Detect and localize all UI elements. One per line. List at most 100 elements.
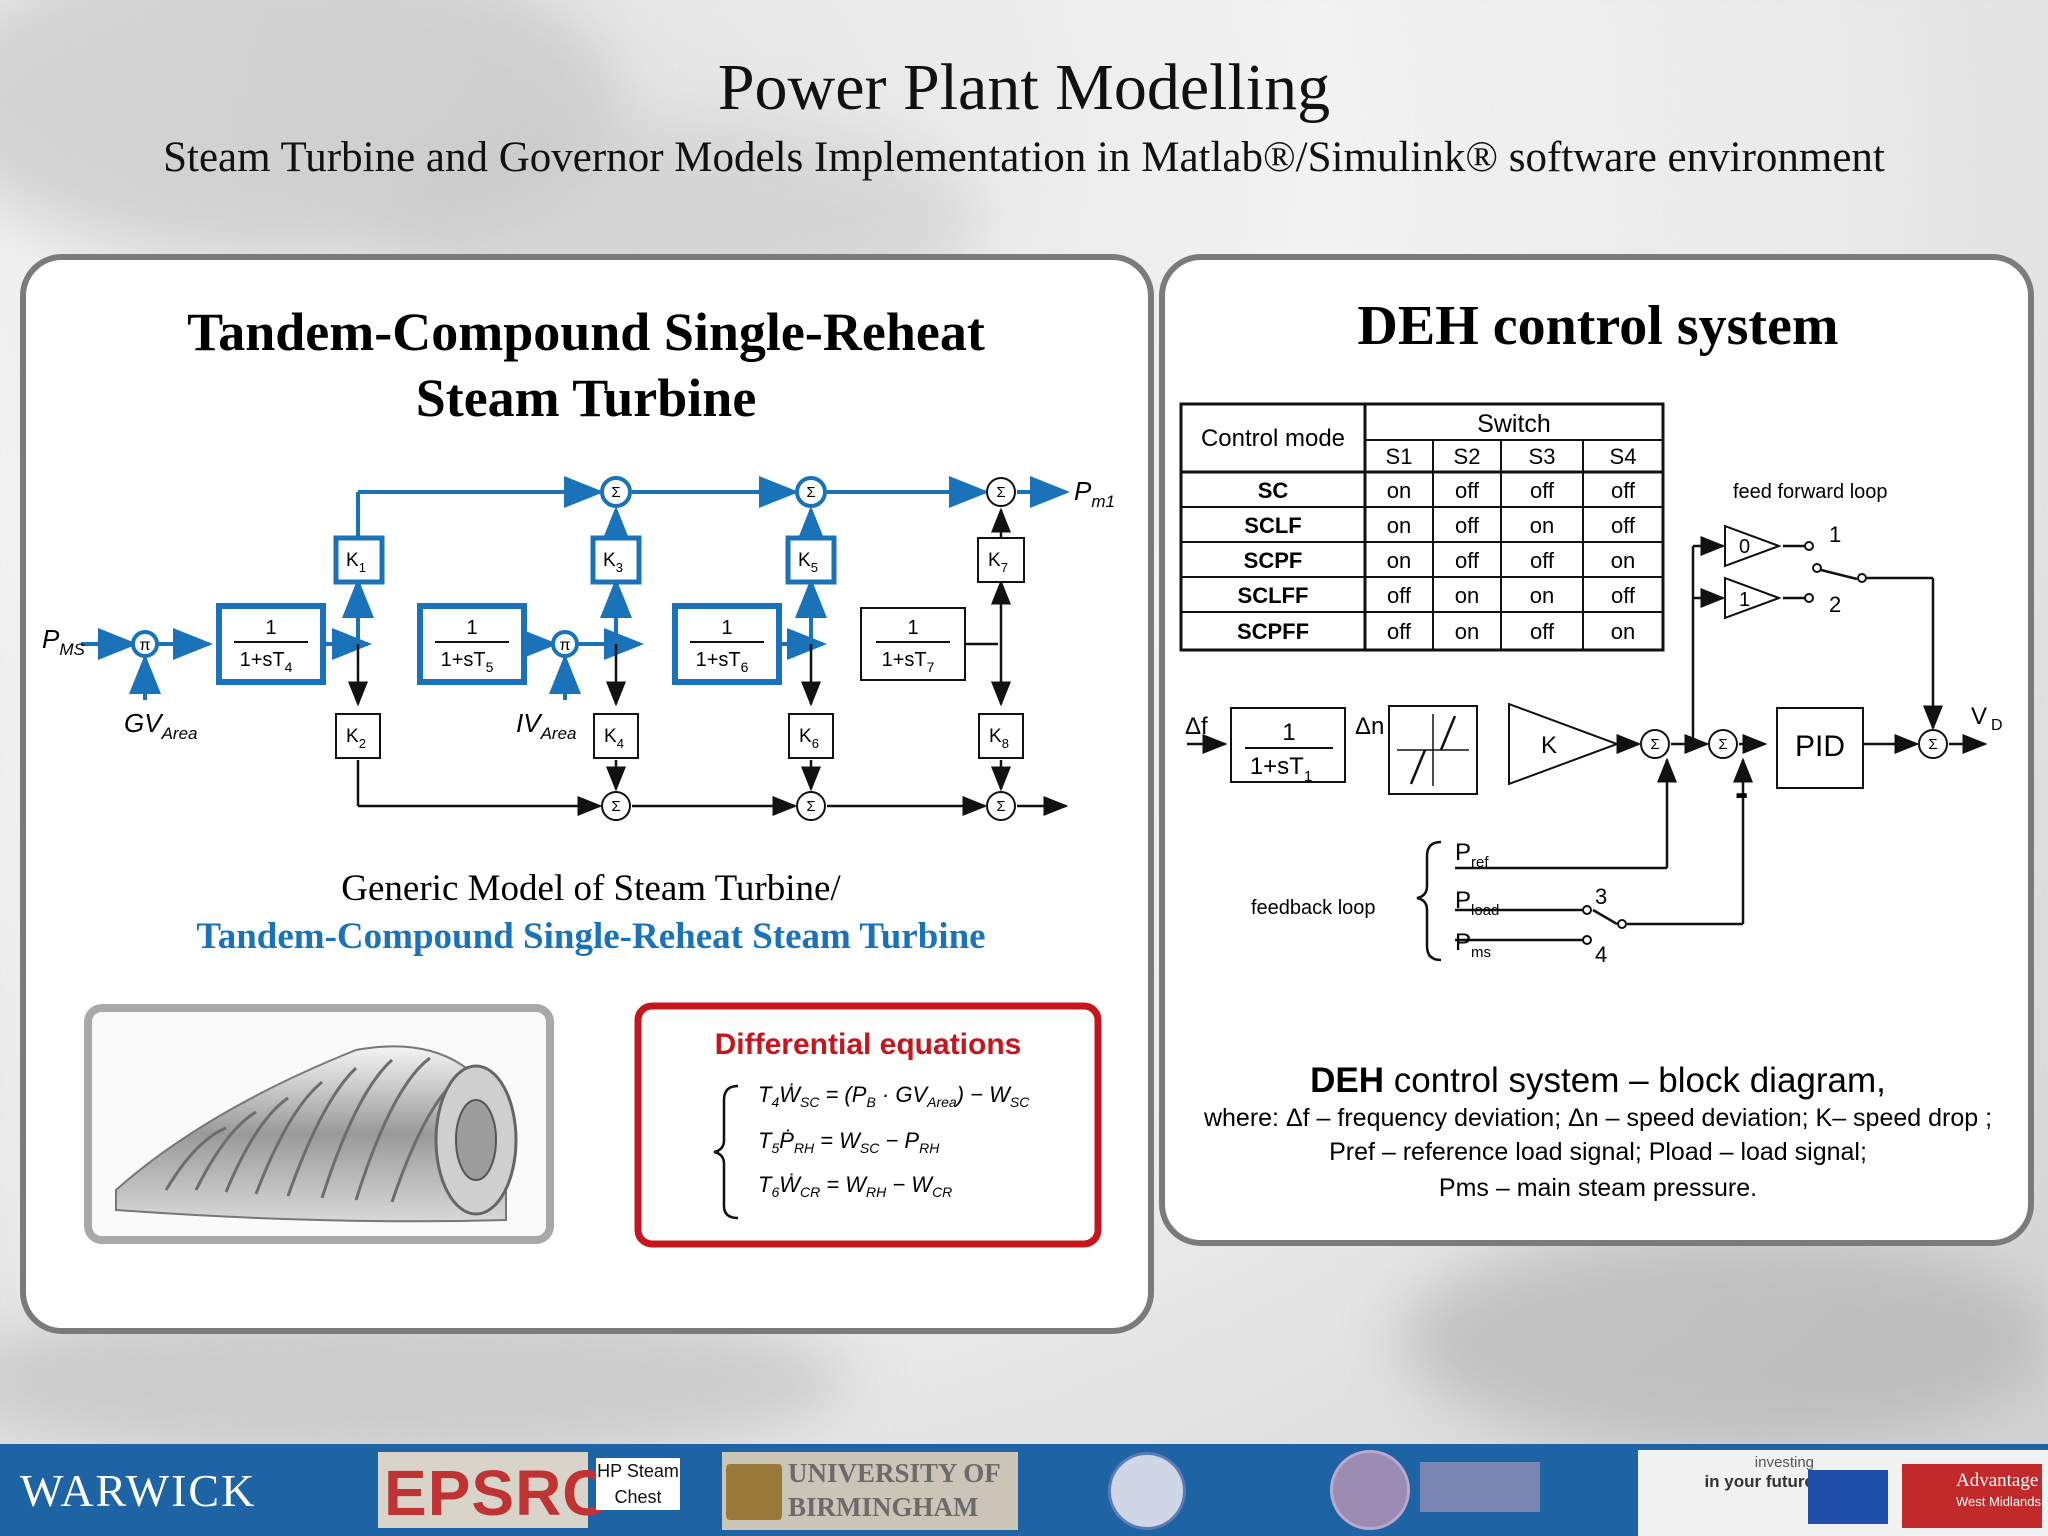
svg-text:1: 1 bbox=[907, 617, 918, 639]
gain-k5: K5 bbox=[785, 535, 837, 585]
footer-logo-bar: WARWICK EPSRC HP Steam Chest UNIVERSITY … bbox=[0, 1444, 2048, 1536]
sum-bottom-2: Σ bbox=[796, 791, 826, 821]
svg-text:off: off bbox=[1455, 548, 1480, 573]
birmingham-line1: UNIVERSITY OF bbox=[788, 1458, 1001, 1488]
svg-text:1: 1 bbox=[466, 617, 477, 639]
svg-text:off: off bbox=[1387, 619, 1412, 644]
svg-text:K4: K4 bbox=[604, 726, 624, 751]
gain-k7: K7 bbox=[977, 537, 1025, 583]
funding-logos: investing in your future Advantage West … bbox=[1638, 1450, 2048, 1536]
speed-drop-gain: K bbox=[1508, 702, 1620, 786]
svg-text:0: 0 bbox=[1739, 536, 1750, 558]
svg-text:PID: PID bbox=[1795, 730, 1845, 763]
feedback-label: feedback loop bbox=[1251, 897, 1376, 919]
table-header-s2: S2 bbox=[1454, 444, 1481, 469]
switch-label-1: 1 bbox=[1829, 522, 1841, 547]
sum-bottom-3: Σ bbox=[986, 791, 1016, 821]
sum-top-3: Σ bbox=[986, 477, 1016, 507]
svg-text:on: on bbox=[1387, 513, 1411, 538]
turbine-title-line1: Tandem-Compound Single-Reheat bbox=[187, 302, 985, 362]
svg-text:1: 1 bbox=[265, 617, 276, 639]
sum-bottom-1: Σ bbox=[601, 791, 631, 821]
background-cloud bbox=[1400, 1230, 2048, 1450]
deh-sum-2: Σ bbox=[1708, 729, 1738, 759]
deh-panel: DEH control system Control mode Switch S… bbox=[1159, 254, 2034, 1246]
svg-text:1+sT4: 1+sT4 bbox=[240, 649, 293, 675]
svg-text:on: on bbox=[1530, 583, 1554, 608]
birmingham-logo: UNIVERSITY OF BIRMINGHAM bbox=[722, 1452, 1018, 1530]
university-seal-icon bbox=[1108, 1452, 1186, 1530]
svg-text:Σ: Σ bbox=[996, 798, 1005, 815]
svg-text:off: off bbox=[1387, 583, 1412, 608]
equation-1: T4ẆSC= (PB · GVArea) − WSC bbox=[758, 1082, 1030, 1110]
svg-text:off: off bbox=[1530, 548, 1555, 573]
pid-block: PID bbox=[1776, 707, 1864, 789]
svg-text:Σ: Σ bbox=[1718, 736, 1727, 753]
gain-k6: K6 bbox=[788, 713, 834, 759]
svg-text:1+sT1: 1+sT1 bbox=[1250, 753, 1312, 785]
multiplier-iv: π bbox=[551, 630, 579, 658]
svg-text:Σ: Σ bbox=[611, 798, 620, 815]
deadband-block bbox=[1388, 705, 1478, 795]
gain-k8: K8 bbox=[978, 713, 1024, 759]
svg-text:on: on bbox=[1530, 513, 1554, 538]
advantage-line2: West Midlands bbox=[1956, 1494, 2042, 1509]
gain-k4: K4 bbox=[593, 713, 639, 759]
svg-text:SC: SC bbox=[1258, 478, 1289, 503]
gain-k3: K3 bbox=[590, 535, 642, 585]
tf-block-t6: 1 1+sT6 bbox=[672, 603, 782, 685]
svg-text:off: off bbox=[1611, 513, 1636, 538]
tsinghua-calligraphy-logo bbox=[1420, 1462, 1540, 1512]
deh-sum-3: Σ bbox=[1918, 729, 1948, 759]
hp-steam-line1: HP Steam bbox=[597, 1461, 679, 1481]
svg-text:K7: K7 bbox=[988, 550, 1008, 575]
table-header-s3: S3 bbox=[1529, 444, 1556, 469]
tf-block-t7: 1 1+sT7 bbox=[860, 607, 966, 681]
page-subtitle: Steam Turbine and Governor Models Implem… bbox=[163, 134, 1885, 181]
turbine-panel-canvas: Tandem-Compound Single-Reheat Steam Turb… bbox=[42, 302, 1115, 1248]
differential-equations-box: Differential equations T4ẆSC= (PB · GVAr… bbox=[634, 1002, 1102, 1248]
birmingham-crest-icon bbox=[726, 1464, 782, 1520]
advantage-west-midlands-logo: Advantage West Midlands bbox=[1902, 1464, 2042, 1528]
model-caption-line2: Tandem-Compound Single-Reheat Steam Turb… bbox=[196, 916, 985, 957]
investing-line1: investing bbox=[1754, 1454, 1814, 1471]
equation-3: T6ẆCR= WRH − WCR bbox=[758, 1172, 952, 1200]
svg-text:on: on bbox=[1455, 619, 1479, 644]
birmingham-line2: BIRMINGHAM bbox=[788, 1492, 979, 1522]
page-title: Power Plant Modelling bbox=[717, 51, 1331, 124]
feed-forward-label: feed forward loop bbox=[1733, 481, 1888, 503]
tf-block-t4: 1 1+sT4 bbox=[216, 603, 326, 685]
minus-sign: - bbox=[1735, 771, 1748, 815]
turbine-rotor-image bbox=[84, 1004, 554, 1244]
gv-area-label: GVArea bbox=[124, 708, 198, 743]
svg-text:Σ: Σ bbox=[806, 484, 815, 501]
svg-text:SCLF: SCLF bbox=[1244, 513, 1301, 538]
svg-text:π: π bbox=[139, 637, 150, 654]
svg-text:K: K bbox=[1541, 732, 1557, 759]
svg-text:1: 1 bbox=[1282, 719, 1295, 746]
svg-text:on: on bbox=[1611, 619, 1635, 644]
gain-k1: K1 bbox=[333, 535, 385, 585]
turbine-panel: Tandem-Compound Single-Reheat Steam Turb… bbox=[20, 254, 1154, 1334]
svg-text:K5: K5 bbox=[798, 550, 818, 575]
turbine-title-line2: Steam Turbine bbox=[416, 368, 757, 428]
svg-text:K1: K1 bbox=[346, 550, 366, 575]
svg-text:K6: K6 bbox=[799, 726, 819, 751]
svg-text:Σ: Σ bbox=[996, 484, 1005, 501]
svg-text:off: off bbox=[1455, 478, 1480, 503]
table-header-switch: Switch bbox=[1477, 410, 1551, 438]
investing-line2: in your future bbox=[1704, 1472, 1814, 1491]
svg-text:on: on bbox=[1387, 548, 1411, 573]
deh-where-line1: where: Δf – frequency deviation; Δn – sp… bbox=[1203, 1104, 1992, 1132]
input-pms-label: PMS bbox=[42, 624, 86, 659]
pms-label: Pms bbox=[1455, 929, 1491, 961]
delta-n-label: Δn bbox=[1355, 713, 1384, 740]
feedforward-gain-0: 0 bbox=[1724, 524, 1782, 568]
table-header-control-mode: Control mode bbox=[1201, 425, 1345, 452]
advantage-line1: Advantage bbox=[1956, 1470, 2039, 1491]
